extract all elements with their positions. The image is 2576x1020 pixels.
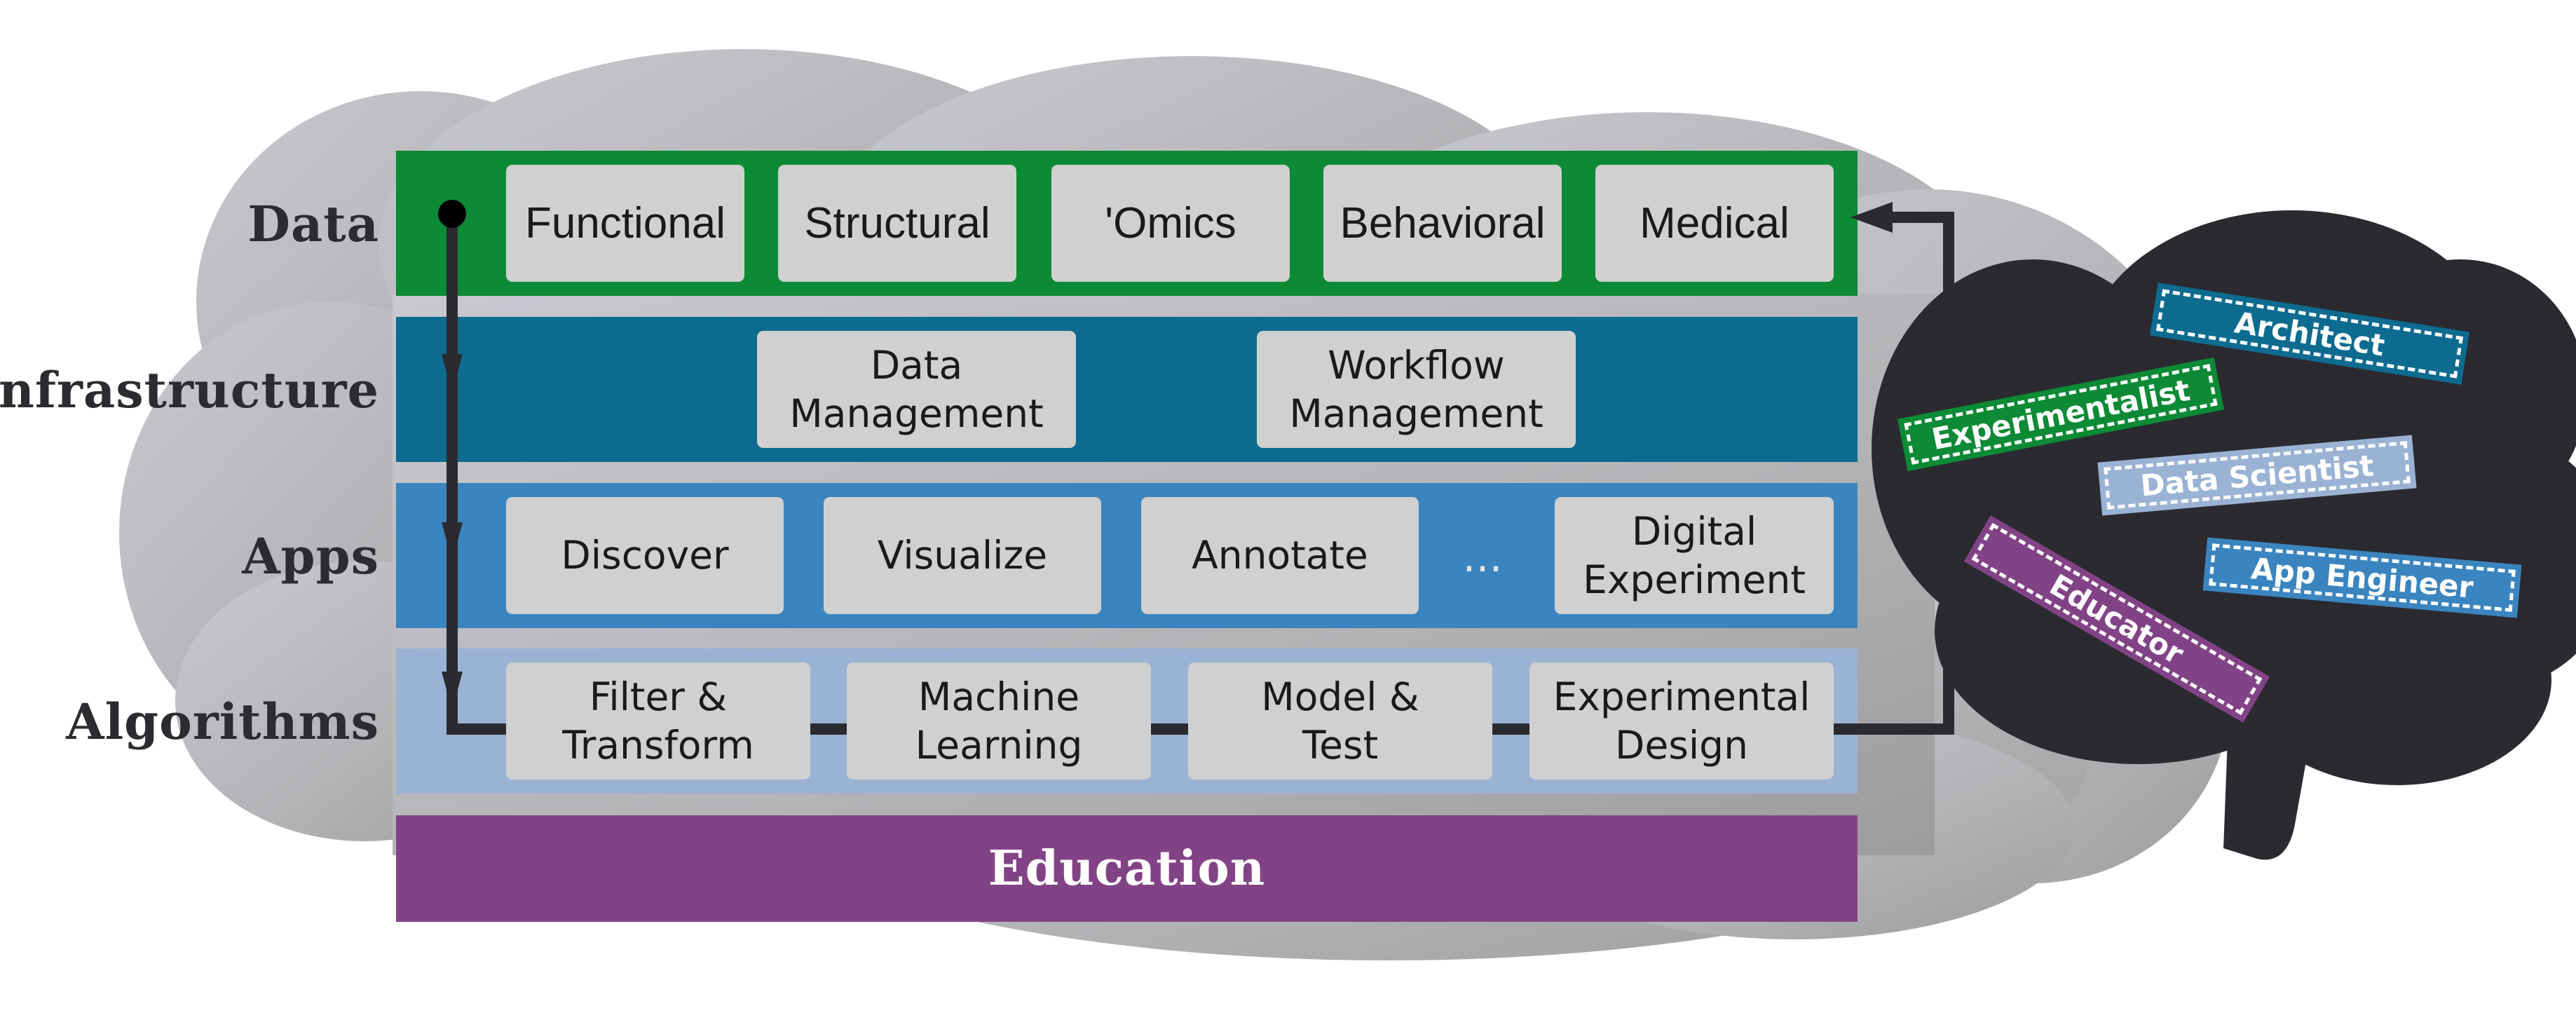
- app-item-annotate: Annotate: [1141, 497, 1419, 614]
- data-item-behavioral: Behavioral: [1323, 165, 1562, 282]
- apps-ellipsis: ...: [1462, 533, 1503, 582]
- data-item-medical: Medical: [1595, 165, 1834, 282]
- education-label: Education: [988, 841, 1266, 897]
- app-item-discover: Discover: [506, 497, 784, 614]
- flow-arrow-apps: [442, 522, 463, 561]
- flow-start-dot: [438, 200, 466, 228]
- flow-arrow-return: [1851, 202, 1893, 233]
- flow-arrow-algorithms: [442, 672, 463, 710]
- algo-item-machine-learning: Machine Learning: [847, 662, 1151, 780]
- infra-item-data-management: Data Management: [757, 331, 1076, 448]
- algo-item-filter-transform: Filter & Transform: [506, 662, 810, 780]
- layer-label-algorithms: Algorithms: [66, 693, 379, 751]
- data-item-functional: Functional: [506, 165, 744, 282]
- app-item-digital-experiment: Digital Experiment: [1555, 497, 1834, 614]
- app-item-visualize: Visualize: [824, 497, 1101, 614]
- layer-label-data: Data: [247, 195, 379, 253]
- layer-label-apps: Apps: [242, 527, 379, 585]
- algo-item-experimental-design: Experimental Design: [1529, 662, 1834, 780]
- infrastructure-band: [396, 317, 1858, 462]
- layer-label-infrastructure: Infrastructure: [0, 361, 379, 419]
- infra-item-workflow-management: Workflow Management: [1257, 331, 1576, 448]
- data-item-omics: 'Omics: [1051, 165, 1290, 282]
- flow-arrow-infrastructure: [442, 354, 463, 393]
- data-item-structural: Structural: [778, 165, 1016, 282]
- algo-item-model-test: Model & Test: [1188, 662, 1492, 780]
- education-band: Education: [396, 815, 1858, 922]
- vertical-flow-line: [447, 212, 1954, 735]
